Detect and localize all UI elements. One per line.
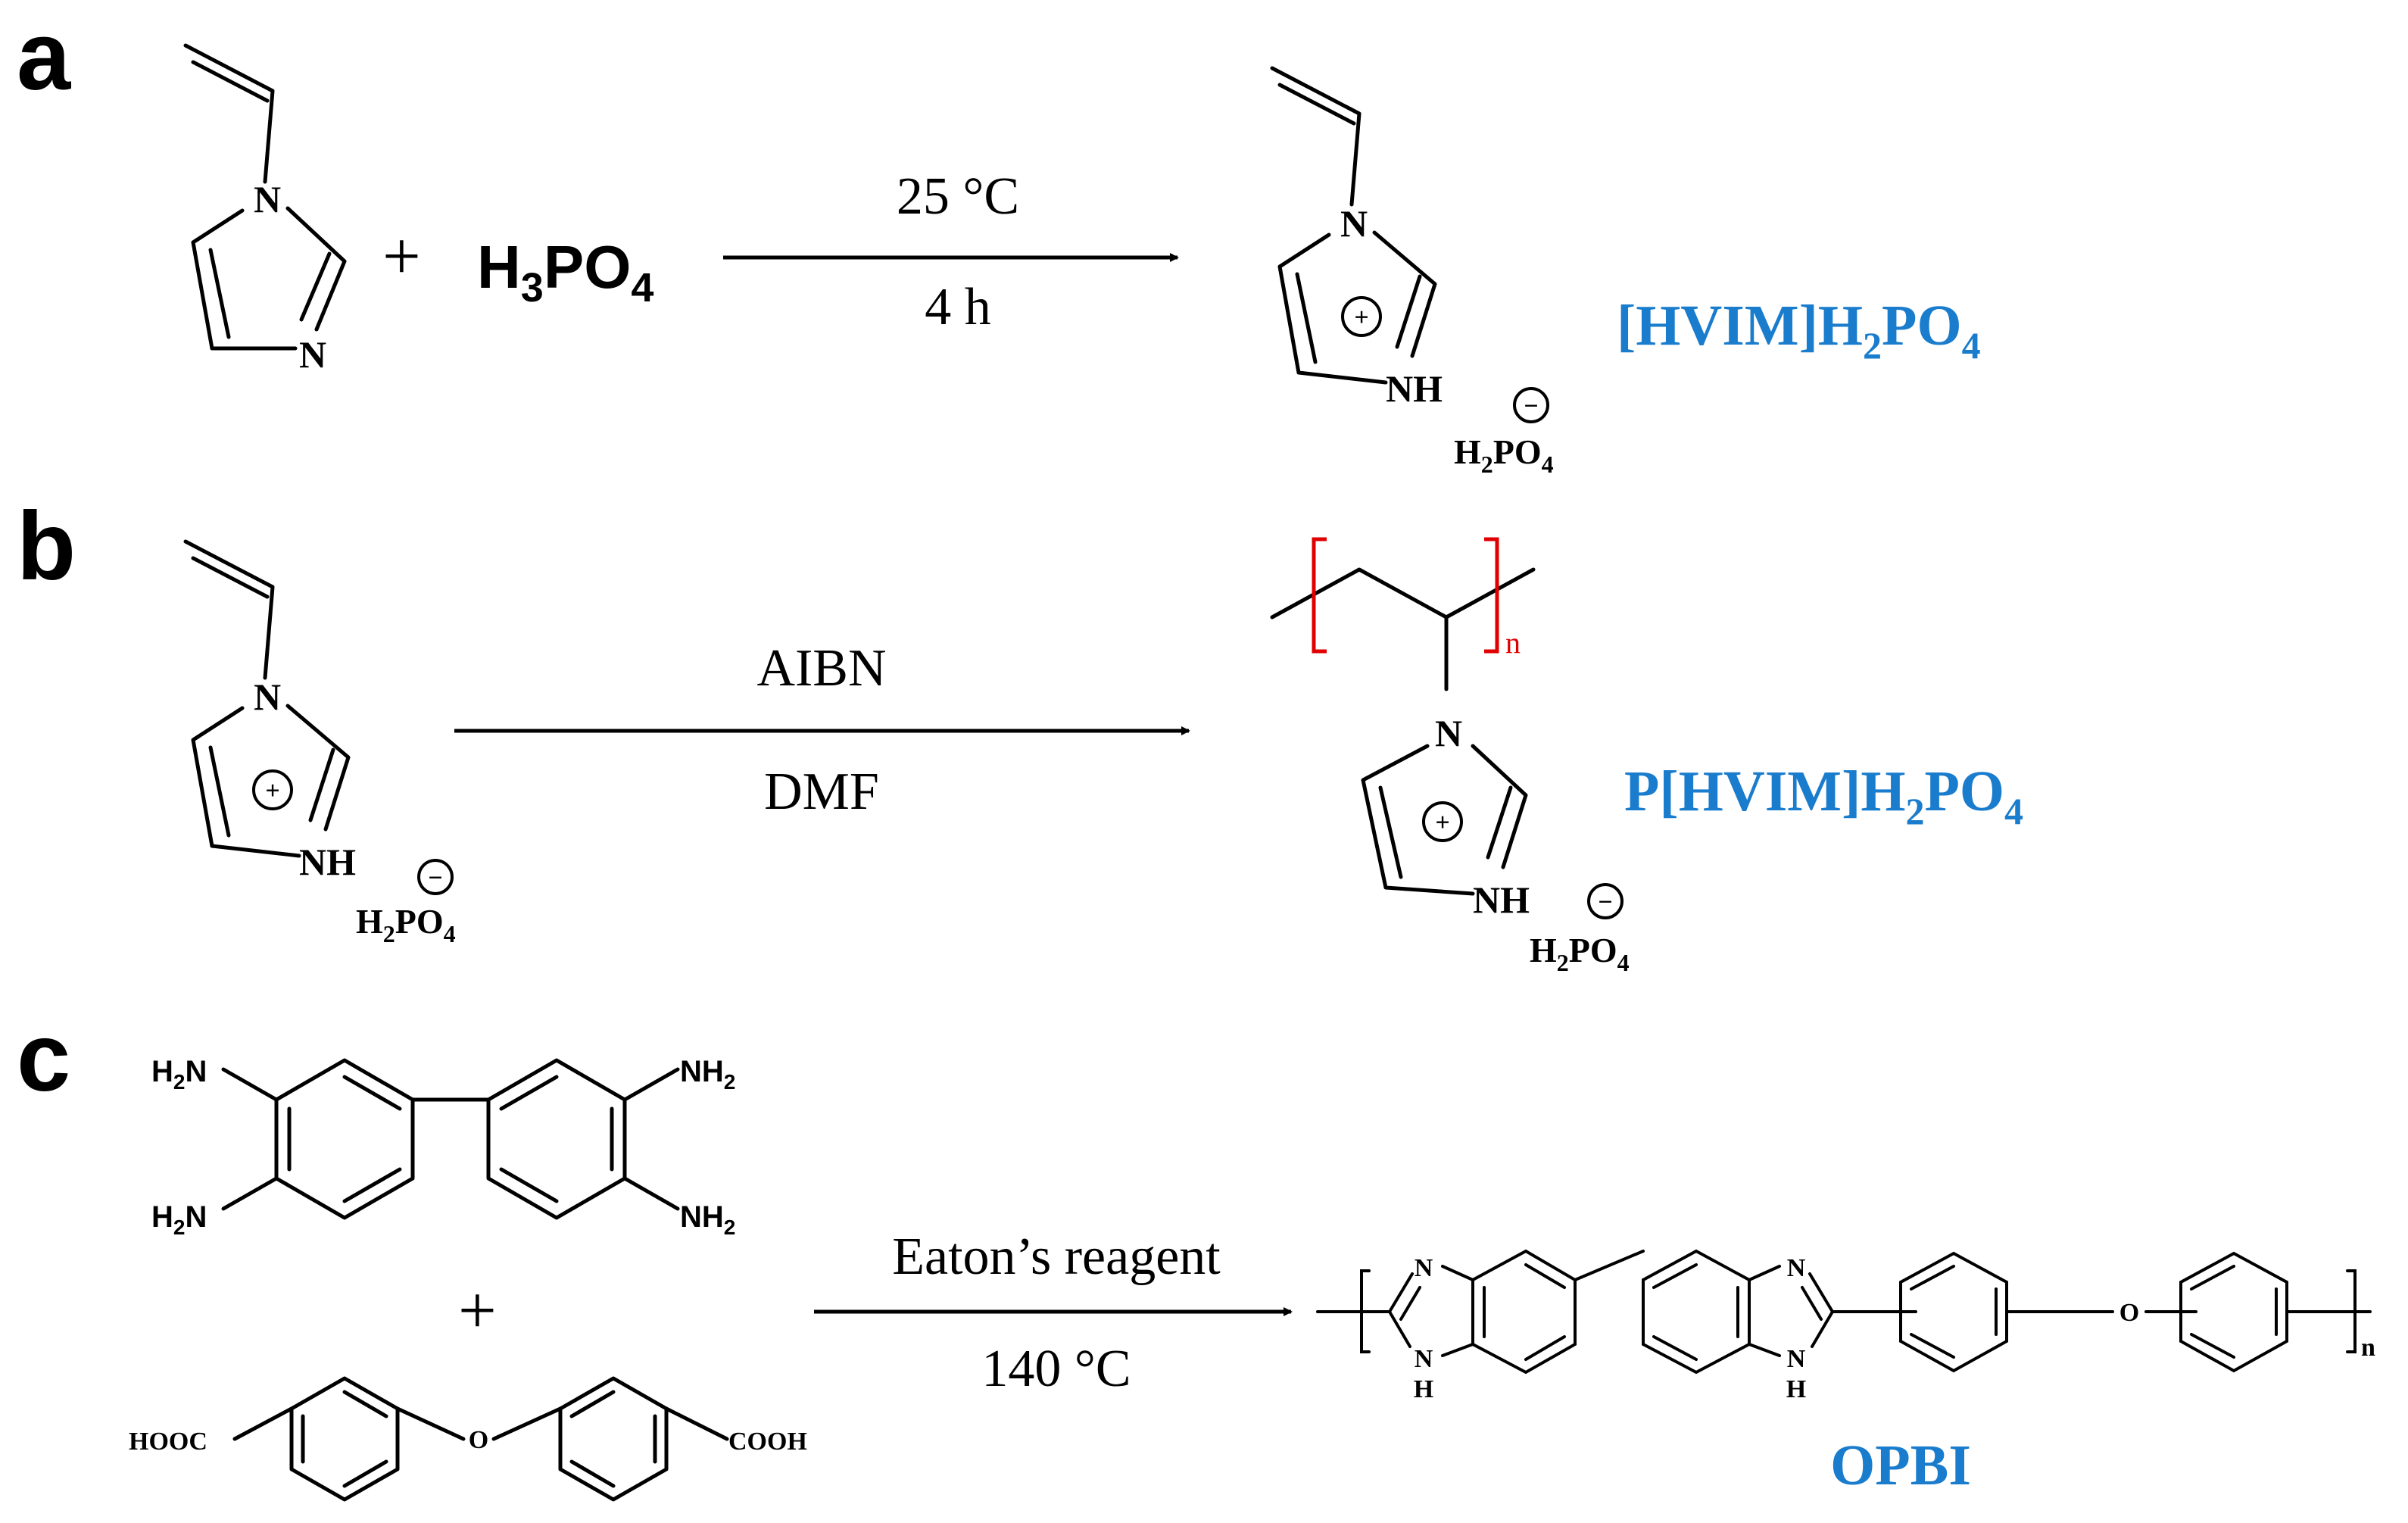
opbi-atom-h-2: H [1786, 1375, 1806, 1403]
opbi-atom-n-1: N [1415, 1254, 1433, 1282]
opbi-atom-n-h-1: N [1415, 1345, 1433, 1373]
plus-charge: + [1354, 304, 1368, 332]
atom-n3: N [299, 333, 326, 376]
phosphoric-acid: H3PO4 [477, 233, 653, 311]
hvim-monomer-molecule: N NH + − H2PO4 [183, 539, 456, 947]
atom-nh-polymer: NH [1473, 879, 1530, 921]
opbi-repeat-index-n: n [2361, 1334, 2375, 1362]
amine-h2n-bottom: H2N [151, 1200, 207, 1239]
amine-nh2-bottom: NH2 [680, 1200, 735, 1239]
poly-hvim-molecule: n N NH + − H2PO4 [1270, 537, 1630, 976]
section-c: H2N H2N NH2 NH2 + O HOOC COOH Eaton’s re… [129, 1055, 2375, 1502]
amine-nh2-top: NH2 [680, 1055, 735, 1094]
product-label-a: [HVIM]H2PO4 [1617, 294, 1981, 367]
opbi-bracket-right [2346, 1269, 2357, 1353]
plus-charge-circle-polymer [1422, 801, 1463, 842]
minus-charge-polymer: − [1598, 888, 1612, 916]
opbi-atom-h-1: H [1414, 1375, 1433, 1403]
plus-charge-b: + [265, 777, 279, 805]
section-a: N N + H3PO4 25 °C 4 h N NH + − H2PO4 [183, 43, 1981, 478]
ether-oxygen: O [469, 1426, 488, 1454]
atom-n1-product-a: N [1340, 202, 1368, 245]
atom-nh-b: NH [299, 841, 356, 883]
condition-time-a: 4 h [925, 278, 991, 336]
minus-charge-b: − [428, 864, 442, 892]
amine-h2n-top: H2N [151, 1055, 207, 1094]
diaminobenzidine-molecule: H2N H2N NH2 NH2 [151, 1055, 735, 1239]
plus-charge-circle-b [252, 769, 293, 810]
condition-temperature-a: 25 °C [897, 167, 1019, 226]
dihydrogen-phosphate-anion-polymer: H2PO4 [1530, 931, 1630, 976]
minus-charge: − [1524, 392, 1538, 420]
oxybisbenzoic-acid-molecule: O HOOC COOH [129, 1376, 807, 1502]
condition-temperature-c: 140 °C [981, 1340, 1131, 1398]
atom-n1-b: N [254, 676, 281, 718]
minus-charge-circle-b [417, 859, 454, 895]
condition-reagent-c: Eaton’s reagent [892, 1228, 1221, 1286]
carboxyl-hooc: HOOC [129, 1428, 207, 1456]
minus-charge-circle-polymer [1587, 883, 1624, 919]
condition-initiator-b: AIBN [756, 639, 886, 698]
section-b: N NH + − H2PO4 AIBN DMF n N NH [183, 537, 2023, 976]
condition-solvent-b: DMF [764, 763, 879, 821]
bracket-left [1312, 537, 1327, 654]
dihydrogen-phosphate-anion: H2PO4 [1454, 432, 1554, 478]
atom-n1: N [254, 178, 281, 220]
carboxyl-cooh: COOH [728, 1428, 807, 1456]
opbi-atom-n-h-2: N [1787, 1345, 1806, 1373]
opbi-polymer-molecule: N N H N N H [1316, 1249, 2375, 1403]
atom-n1-polymer: N [1435, 712, 1462, 754]
minus-charge-circle [1513, 387, 1549, 423]
bracket-right [1484, 537, 1499, 654]
hvim-cation-molecule: N NH + − H2PO4 [1270, 66, 1554, 478]
plus-sign-c: + [458, 1273, 497, 1348]
atom-nh-product-a: NH [1386, 367, 1443, 410]
panel-label-a: a [17, 2, 71, 111]
dihydrogen-phosphate-anion-b: H2PO4 [356, 902, 456, 947]
product-label-c: OPBI [1830, 1434, 1971, 1497]
panel-label-b: b [17, 492, 76, 601]
plus-charge-polymer: + [1435, 809, 1449, 837]
plus-sign-a: + [382, 219, 421, 294]
vinylimidazole-molecule: N N [183, 43, 347, 376]
opbi-atom-n-2: N [1787, 1254, 1806, 1282]
product-label-b: P[HVIM]H2PO4 [1624, 760, 2023, 832]
plus-charge-circle [1341, 296, 1382, 337]
repeat-index-n: n [1505, 626, 1521, 660]
panel-label-c: c [17, 1003, 70, 1112]
opbi-ether-oxygen: O [2119, 1299, 2139, 1327]
